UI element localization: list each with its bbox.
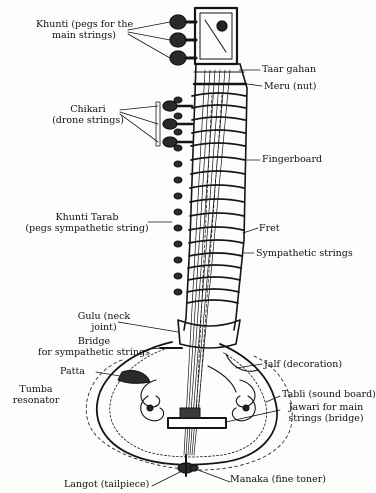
label-patta: Patta bbox=[60, 366, 85, 377]
label-bridge-sympathetic-line2: for sympathetic strings bbox=[36, 347, 152, 358]
label-sympathetic-strings: Sympathetic strings bbox=[256, 248, 353, 259]
label-manaka: Manaka (fine toner) bbox=[230, 474, 326, 485]
neck-joint bbox=[178, 320, 240, 348]
label-taar-gahan: Taar gahan bbox=[262, 64, 316, 75]
label-khunti-tarab: Khunti Tarab (pegs sympathetic string) bbox=[24, 212, 150, 234]
label-tabli: Tabli (sound board) bbox=[282, 389, 376, 400]
patta bbox=[118, 370, 150, 383]
tailpiece bbox=[178, 455, 198, 476]
label-tumba-line1: Tumba bbox=[4, 384, 68, 395]
label-gulu: Gulu (neck joint) bbox=[74, 311, 134, 333]
label-chikari: Chikari (drone strings) bbox=[52, 104, 124, 126]
label-jawari-line2: strings (bridge) bbox=[282, 413, 370, 424]
label-khunti-tarab-line1: Khunti Tarab bbox=[24, 212, 150, 223]
label-meru: Meru (nut) bbox=[264, 81, 317, 92]
label-bridge-sympathetic-line1: Bridge bbox=[36, 336, 152, 347]
label-chikari-line2: (drone strings) bbox=[52, 115, 124, 126]
label-jalf: Jalf (decoration) bbox=[264, 359, 342, 370]
resonator-inner-edge bbox=[110, 348, 267, 457]
label-fingerboard: Fingerboard bbox=[262, 154, 322, 165]
peg-box bbox=[195, 8, 237, 64]
main-bridge bbox=[168, 408, 226, 428]
frets bbox=[187, 93, 246, 303]
label-bridge-sympathetic: Bridge for sympathetic strings bbox=[36, 336, 152, 358]
label-jawari: Jawari for main strings (bridge) bbox=[282, 402, 370, 424]
strings bbox=[184, 70, 230, 455]
chikari-pegs bbox=[163, 101, 192, 147]
label-jawari-line1: Jawari for main bbox=[282, 402, 370, 413]
label-chikari-line1: Chikari bbox=[52, 104, 124, 115]
label-tumba: Tumba resonator bbox=[4, 384, 68, 406]
label-tumba-line2: resonator bbox=[4, 395, 68, 406]
label-fret: Fret bbox=[259, 223, 280, 234]
label-khunti-main: Khunti (pegs for the main strings) bbox=[36, 19, 132, 41]
label-gulu-line1: Gulu (neck bbox=[74, 311, 134, 322]
label-khunti-main-line2: main strings) bbox=[36, 30, 132, 41]
label-khunti-tarab-line2: (pegs sympathetic string) bbox=[24, 223, 150, 234]
label-langot: Langot (tailpiece) bbox=[64, 479, 149, 490]
label-gulu-line2: joint) bbox=[74, 322, 134, 333]
main-pegs bbox=[170, 15, 196, 65]
label-khunti-main-line1: Khunti (pegs for the bbox=[36, 19, 132, 30]
